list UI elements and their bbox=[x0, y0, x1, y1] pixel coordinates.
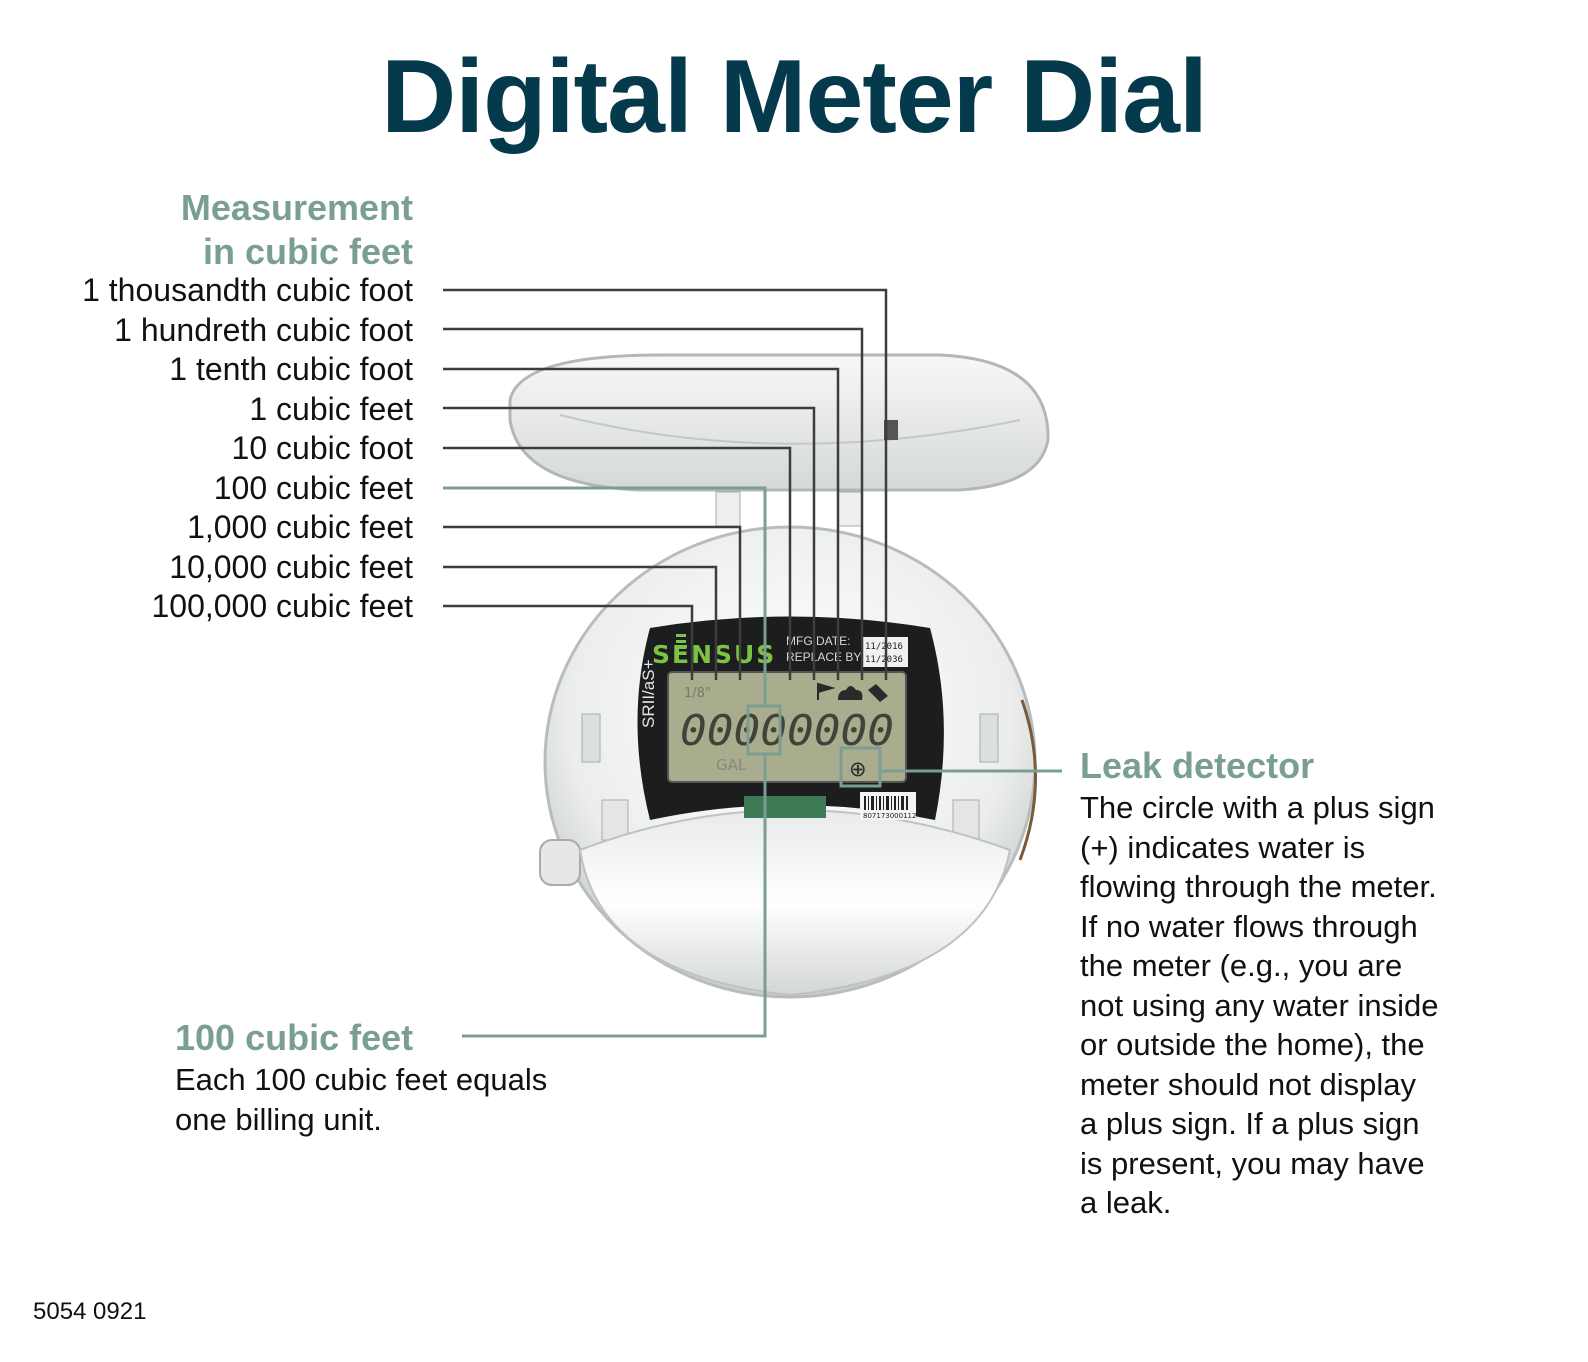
leader-line-ten-thousands bbox=[443, 565, 718, 680]
leak-callout-line: meter should not display bbox=[1080, 1066, 1417, 1102]
digit-label-ones: 1 cubic feet bbox=[249, 391, 413, 427]
barcode-number: 807173000112 bbox=[863, 812, 916, 820]
cloud-icon bbox=[838, 686, 863, 700]
flag-icon bbox=[817, 682, 836, 700]
leak-callout-line: The circle with a plus sign bbox=[1080, 790, 1435, 825]
leader-line-hundreds bbox=[443, 486, 767, 706]
digit-label-tens: 10 cubic foot bbox=[231, 430, 413, 466]
leak-callout-line: is present, you may have bbox=[1080, 1145, 1425, 1181]
leak-callout-line: (+) indicates water is bbox=[1080, 829, 1366, 865]
leak-callout-line: the meter (e.g., you are bbox=[1080, 948, 1403, 983]
page-title: Digital Meter Dial bbox=[381, 39, 1208, 155]
billing-callout-heading: 100 cubic feet bbox=[175, 1017, 414, 1058]
document-code: 5054 0921 bbox=[33, 1298, 147, 1325]
leak-detector-callout: Leak detector The circle with a plus sig… bbox=[1080, 744, 1550, 1223]
leader-line-hundred-thousands bbox=[443, 604, 694, 680]
model-label: SRII/aS+ bbox=[639, 659, 658, 728]
leak-callout-line: If no water flows through bbox=[1080, 908, 1418, 944]
leak-callout-line: a leak. bbox=[1080, 1185, 1172, 1220]
leader-line-tenth bbox=[443, 367, 840, 680]
digit-label-ten-thousands: 10,000 cubic feet bbox=[169, 549, 413, 585]
lcd-unit: GAL bbox=[716, 756, 747, 774]
mfg-date-label: MFG DATE: bbox=[786, 634, 850, 648]
measurement-heading-line1: Measurement bbox=[180, 187, 413, 228]
lcd-corner-label: 1/8" bbox=[684, 686, 711, 701]
digit-label-thousands: 1,000 cubic feet bbox=[187, 509, 413, 545]
digit-label-thousandth: 1 thousandth cubic foot bbox=[82, 272, 413, 308]
measurement-heading: Measurement in cubic feet bbox=[181, 186, 413, 274]
lcd-icons bbox=[817, 682, 888, 702]
meter-lid bbox=[508, 353, 1050, 527]
digit-label-hundred-thousands: 100,000 cubic feet bbox=[151, 588, 413, 624]
digit-label-hundredth: 1 hundreth cubic foot bbox=[114, 312, 413, 348]
circuit-board bbox=[744, 796, 826, 818]
leader-line-thousands bbox=[443, 525, 742, 680]
billing-unit-callout: 100 cubic feet Each 100 cubic feet equal… bbox=[175, 1016, 645, 1139]
brand-logo-icon bbox=[676, 634, 686, 649]
leak-callout-line: a plus sign. If a plus sign bbox=[1080, 1106, 1420, 1141]
leak-callout-line: or outside the home), the bbox=[1080, 1027, 1425, 1062]
leader-line-tens bbox=[443, 446, 792, 680]
billing-callout-text-line2: one billing unit. bbox=[175, 1101, 382, 1137]
battery-icon bbox=[868, 684, 888, 702]
mfg-date-value: 11/2016 bbox=[865, 642, 903, 652]
digit-label-hundreds: 100 cubic feet bbox=[213, 470, 413, 506]
billing-callout-text-line1: Each 100 cubic feet equals bbox=[175, 1062, 548, 1097]
leak-detector-highlight bbox=[839, 746, 882, 788]
leak-callout-line: not using any water inside bbox=[1080, 987, 1439, 1023]
meter-bowl bbox=[578, 809, 1012, 997]
leader-line-thousandth bbox=[443, 288, 888, 680]
leak-callout-line: flowing through the meter. bbox=[1080, 869, 1437, 904]
measurement-heading-line2: in cubic feet bbox=[202, 231, 413, 272]
barcode-icon bbox=[864, 796, 908, 810]
leak-callout-heading: Leak detector bbox=[1080, 745, 1315, 786]
brand-name: SENSUS bbox=[652, 640, 776, 669]
replace-date-value: 11/2036 bbox=[865, 655, 903, 665]
leader-line-ones bbox=[443, 406, 816, 680]
leak-plus-icon: ⊕ bbox=[849, 757, 867, 781]
replace-by-label: REPLACE BY: bbox=[786, 650, 864, 664]
leader-line-billing-callout bbox=[462, 754, 767, 1038]
digit-label-tenth: 1 tenth cubic foot bbox=[169, 351, 413, 387]
leader-line-hundredth bbox=[443, 327, 864, 680]
